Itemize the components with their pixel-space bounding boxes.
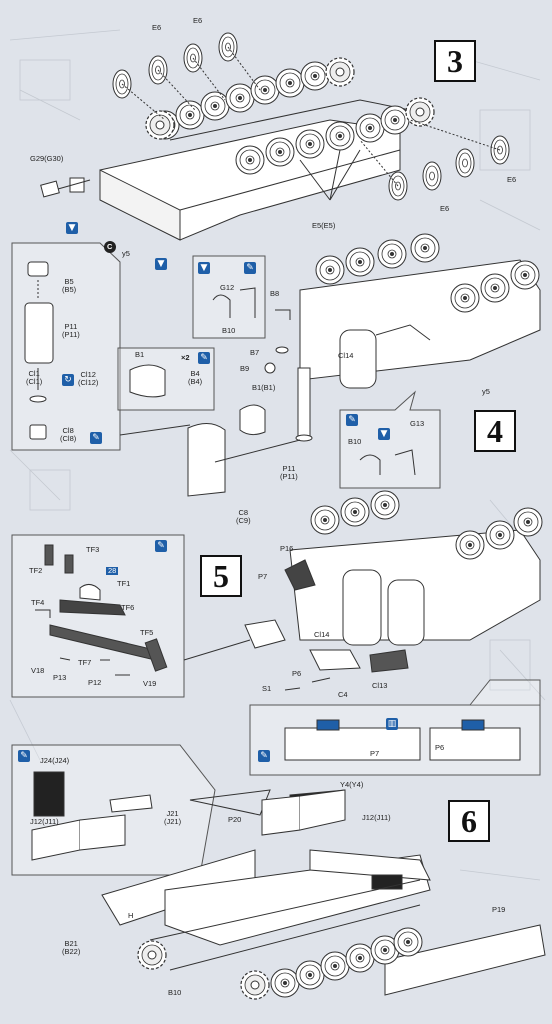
step-number-5: 5 <box>200 555 242 597</box>
label-p7: P7 <box>258 572 268 581</box>
step3-drawing <box>40 32 510 241</box>
step5-detail <box>11 534 251 698</box>
label-v18: V18 <box>31 666 45 675</box>
glue-icon: ▼ <box>66 222 78 234</box>
label-g12: G12 <box>220 283 235 292</box>
paint-brush-icon: ✎ <box>198 352 210 364</box>
label-num-28: 28 <box>106 566 119 575</box>
rotate-icon: ↻ <box>62 374 74 386</box>
label-j12: J12(J11) <box>30 817 59 826</box>
label-v19: V19 <box>143 679 157 688</box>
label-p6: P6 <box>292 669 302 678</box>
label-p13: P13 <box>53 673 67 682</box>
label-e6: E6 <box>152 23 162 32</box>
paint-brush-icon: ✎ <box>18 750 30 762</box>
label-times-two: ×2 <box>181 353 190 362</box>
label-cl1: Cl1 (Cl1) <box>26 369 43 386</box>
label-cl12: Cl12 (Cl12) <box>78 370 99 387</box>
step6-detail <box>11 744 271 876</box>
step6-drawing <box>101 789 546 1000</box>
label-j12: J12(J11) <box>362 813 391 822</box>
paint-brush-icon: ✎ <box>258 750 270 762</box>
label-e5: E5(E5) <box>312 221 336 230</box>
label-b1: B1 <box>135 350 145 359</box>
label-e6: E6 <box>193 16 203 25</box>
label-tf4: TF4 <box>31 598 45 607</box>
label-y4: Y4(Y4) <box>340 780 364 789</box>
label-p11: P11 (P11) <box>280 464 298 481</box>
paint-brush-icon: ✎ <box>155 540 167 552</box>
label-b9: B9 <box>240 364 250 373</box>
label-y5: y5 <box>122 249 130 258</box>
label-e6: E6 <box>440 204 450 213</box>
label-h: H <box>128 911 134 920</box>
label-b10: B10 <box>168 988 182 997</box>
label-cl14: Cl14 <box>338 351 354 360</box>
step4-detail-left <box>11 242 191 451</box>
photo-etch-icon: ▥ <box>386 718 398 730</box>
label-p7: P7 <box>370 749 380 758</box>
label-tf1: TF1 <box>117 579 131 588</box>
step5-side-view <box>249 679 541 776</box>
label-c-mark: C <box>107 242 113 251</box>
label-g29: G29(G30) <box>30 154 64 163</box>
step5-drawing <box>244 490 543 691</box>
label-p6: P6 <box>435 743 445 752</box>
label-e6: E6 <box>507 175 517 184</box>
label-cl8: Cl8 (Cl8) <box>60 426 77 443</box>
glue-icon: ▼ <box>378 428 390 440</box>
label-tf2: TF2 <box>29 566 43 575</box>
label-b10: B10 <box>348 437 362 446</box>
step-number-3: 3 <box>434 40 476 82</box>
label-tf5: TF5 <box>140 628 154 637</box>
label-p11: P11 (P11) <box>62 322 80 339</box>
label-g13: G13 <box>410 419 425 428</box>
paint-brush-icon: ✎ <box>346 414 358 426</box>
label-c8: C8 (C9) <box>236 508 251 525</box>
c-marker-circle <box>104 241 116 253</box>
label-s1: S1 <box>262 684 272 693</box>
step-number-6: 6 <box>448 800 490 842</box>
label-b7: B7 <box>250 348 260 357</box>
label-p20: P20 <box>228 815 242 824</box>
label-b1-b1: B1(B1) <box>252 383 276 392</box>
paint-brush-icon: ✎ <box>90 432 102 444</box>
label-cl14: Cl14 <box>314 630 330 639</box>
label-tf3: TF3 <box>86 545 100 554</box>
label-b5: B5 (B5) <box>62 277 77 294</box>
paint-brush-icon: ✎ <box>244 262 256 274</box>
label-p19: P19 <box>492 905 506 914</box>
label-j24: J24(J24) <box>40 756 70 765</box>
label-cl13: Cl13 <box>372 681 388 690</box>
step4-drawing <box>117 233 541 497</box>
label-b8: B8 <box>270 289 280 298</box>
label-c4: C4 <box>338 690 348 699</box>
label-j21: J21 (J21) <box>164 809 182 826</box>
label-b4: B4 (B4) <box>188 369 203 386</box>
label-b21: B21 (B22) <box>62 939 81 956</box>
label-y5: y5 <box>482 387 490 396</box>
label-p16: P16 <box>280 544 294 553</box>
glue-icon: ▼ <box>198 262 210 274</box>
label-tf7: TF7 <box>78 658 92 667</box>
glue-icon: ▼ <box>155 258 167 270</box>
step-number-4: 4 <box>474 410 516 452</box>
label-tf6: TF6 <box>121 603 135 612</box>
label-b10: B10 <box>222 326 236 335</box>
label-p12: P12 <box>88 678 102 687</box>
